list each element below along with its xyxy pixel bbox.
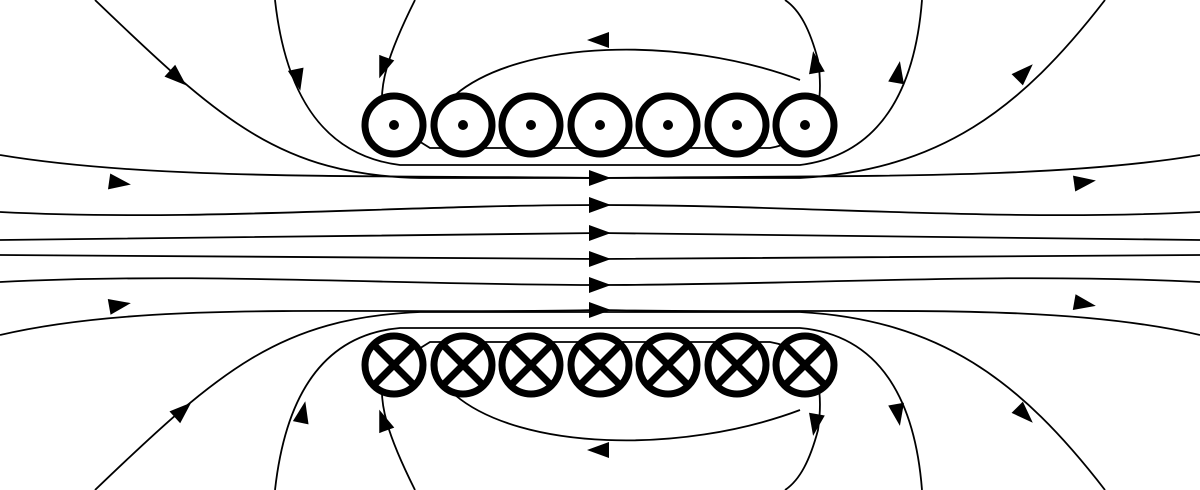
wire-into-page [567,332,633,398]
wire-into-page [498,332,564,398]
cross-icon [714,342,760,388]
wire-out-of-page [635,92,701,158]
cross-icon [782,342,828,388]
field-line [454,48,801,96]
wire-into-page [430,332,496,398]
cross-icon [645,342,691,388]
dot-icon [663,120,673,130]
field-arrows [107,32,1096,458]
cross-icon [508,342,554,388]
dot-icon [526,120,536,130]
dot-icon [595,120,605,130]
arrow-icon [1072,175,1096,192]
wire-out-of-page [361,92,427,158]
arrow-icon [292,401,309,425]
coil-bottom-row [361,332,838,398]
field-line [454,394,801,442]
arrow-icon [107,299,131,315]
dot-icon [458,120,468,130]
field-line [274,327,923,490]
arrow-icon [587,442,609,458]
dot-icon [732,120,742,130]
arrow-icon [589,251,611,267]
arrow-icon [589,277,611,293]
arrow-icon [589,170,611,186]
arrow-icon [107,173,131,190]
arrow-icon [809,412,825,436]
arrow-icon [1011,401,1033,423]
cross-icon [577,342,623,388]
arrow-icon [589,225,611,241]
arrow-icon [287,67,304,91]
arrow-icon [589,197,611,213]
wire-out-of-page [498,92,564,158]
arrow-icon [888,402,904,426]
arrow-icon [589,302,611,318]
arrow-icon [169,402,192,424]
cross-icon [371,342,417,388]
wire-out-of-page [567,92,633,158]
arrow-icon [379,54,395,79]
coil-top-row [361,92,838,158]
arrow-icon [1072,294,1096,310]
wire-out-of-page [704,92,770,158]
wire-into-page [635,332,701,398]
arrow-icon [164,64,187,86]
arrow-icon [1011,64,1033,86]
cross-icon [440,342,486,388]
wire-into-page [704,332,770,398]
arrow-icon [888,61,904,85]
wire-into-page [361,332,427,398]
wire-out-of-page [772,92,838,158]
arrow-icon [587,32,609,48]
dot-icon [389,120,399,130]
wire-into-page [772,332,838,398]
arrow-icon [809,51,825,75]
field-line [94,311,1106,490]
dot-icon [800,120,810,130]
wire-out-of-page [430,92,496,158]
arrow-icon [379,409,395,434]
